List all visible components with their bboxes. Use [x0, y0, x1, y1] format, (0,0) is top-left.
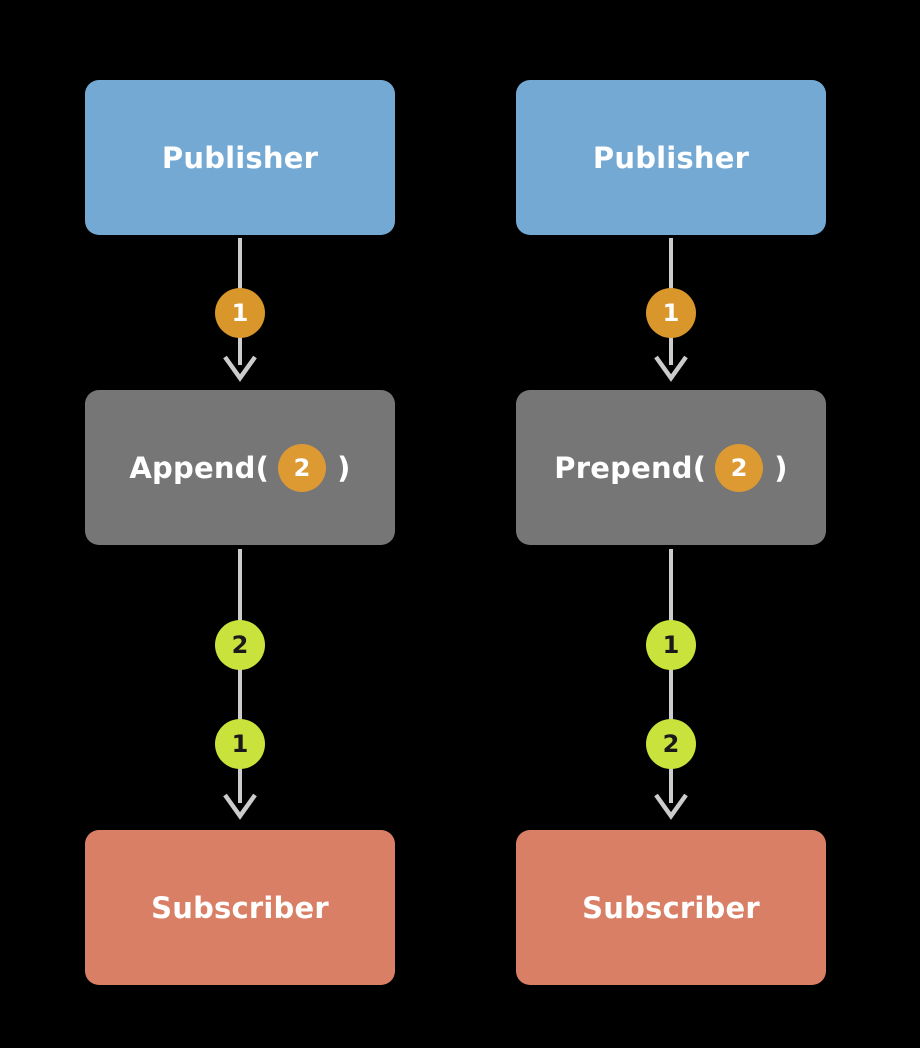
badge-left-upstream-1: 1 — [215, 288, 265, 338]
badge-right-downstream-1: 1 — [646, 620, 696, 670]
operator-label-prepend-suffix: ) — [774, 450, 788, 485]
badge-right-upstream-1-value: 1 — [662, 299, 680, 327]
operator-label-append: Append( 2 ) — [129, 443, 351, 492]
badge-right-downstream-2-value: 2 — [662, 730, 680, 758]
publisher-label-left: Publisher — [161, 140, 319, 175]
arrowhead-left-subscriber — [223, 793, 257, 820]
badge-right-downstream-2: 2 — [646, 719, 696, 769]
operator-label-append-suffix: ) — [337, 450, 351, 485]
badge-right-upstream-1: 1 — [646, 288, 696, 338]
operator-argument-badge-append: 2 — [278, 443, 327, 492]
operator-box-append[interactable]: Append( 2 ) — [85, 390, 395, 545]
subscriber-box-right[interactable]: Subscriber — [516, 830, 826, 985]
badge-left-upstream-1-value: 1 — [231, 299, 249, 327]
operator-box-prepend[interactable]: Prepend( 2 ) — [516, 390, 826, 545]
subscriber-label-right: Subscriber — [582, 890, 760, 925]
publisher-box-left[interactable]: Publisher — [85, 80, 395, 235]
badge-left-downstream-2: 1 — [215, 719, 265, 769]
subscriber-label-left: Subscriber — [151, 890, 329, 925]
publisher-label-right: Publisher — [592, 140, 750, 175]
arrowhead-right-subscriber — [654, 793, 688, 820]
badge-left-downstream-2-value: 1 — [231, 730, 249, 758]
operator-label-prepend-prefix: Prepend( — [554, 450, 707, 485]
badge-left-downstream-1-value: 2 — [231, 631, 249, 659]
operator-argument-badge-prepend-value: 2 — [730, 453, 748, 482]
operator-label-prepend: Prepend( 2 ) — [554, 443, 788, 492]
arrowhead-right-operator — [654, 355, 688, 382]
operator-label-append-prefix: Append( — [129, 450, 270, 485]
badge-left-downstream-1: 2 — [215, 620, 265, 670]
operator-argument-badge-prepend: 2 — [715, 443, 764, 492]
publisher-box-right[interactable]: Publisher — [516, 80, 826, 235]
subscriber-box-left[interactable]: Subscriber — [85, 830, 395, 985]
operator-argument-badge-append-value: 2 — [293, 453, 311, 482]
arrowhead-left-operator — [223, 355, 257, 382]
badge-right-downstream-1-value: 1 — [662, 631, 680, 659]
